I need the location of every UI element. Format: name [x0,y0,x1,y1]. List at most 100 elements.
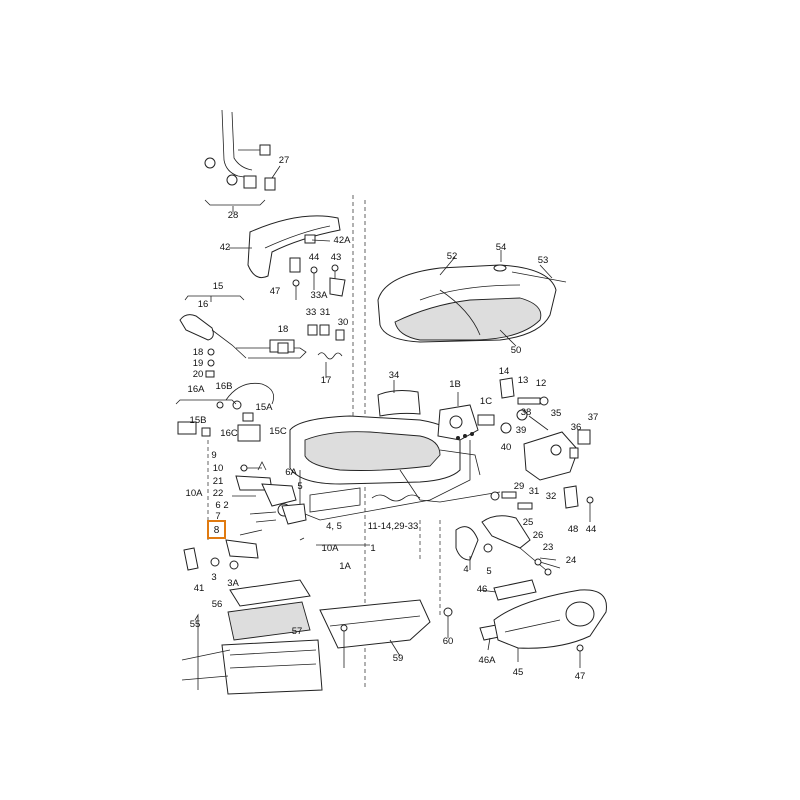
part-label-50: 50 [510,345,522,356]
screw-24 [534,558,561,569]
part-label-1c: 1C [479,396,493,407]
seat-adjust-lever [481,515,552,576]
part-label-33a: 33A [310,290,328,301]
part-label-46: 46 [476,584,488,595]
part-label-26: 26 [532,530,544,541]
part-label-14: 14 [498,366,510,377]
part-label-42a: 42A [333,235,351,246]
wiring-harness [204,109,276,206]
part-label-3: 3 [211,572,217,583]
part-label-6a: 6A [285,467,297,478]
highlighted-part-8[interactable]: 8 [207,520,226,539]
release-cable [216,382,275,422]
part-label-13: 13 [517,375,529,386]
under-seat-tray [319,599,431,668]
part-label-28: 28 [227,210,239,221]
part-label-7: 7 [215,511,221,522]
rear-bracket [523,429,591,481]
part-label-1: 1 [370,543,376,554]
lower-left-parts [183,539,259,571]
storage-tray [181,579,323,695]
part-label-22: 22 [212,488,224,499]
part-label-37: 37 [587,412,599,423]
part-label-4: 4 [463,564,469,575]
part-label-60: 60 [442,636,454,647]
part-label-34: 34 [388,370,400,381]
bolt-47 [576,644,584,668]
part-label-15c: 15C [269,426,287,437]
part-label-56: 56 [211,599,223,610]
part-label-52: 52 [446,251,458,262]
part-label-47-top: 47 [269,286,281,297]
part-label-6: 6 [215,500,221,511]
part-label-15: 15 [212,281,224,292]
part-label-16a: 16A [187,384,205,395]
part-label-10a: 10A [185,488,203,499]
part-label-9: 9 [211,450,217,461]
part-label-35: 35 [550,408,562,419]
seat-cushion [377,264,567,343]
bolt-60 [443,607,453,632]
part-label-45: 45 [512,667,524,678]
part-label-1b: 1B [449,379,461,390]
recliner-mechanism [437,404,495,441]
small-fasteners [205,324,345,378]
part-label-39: 39 [515,425,527,436]
screws-top [292,264,346,300]
part-label-44-bottom: 44 [585,524,597,535]
seat-frame [289,415,501,521]
part-label-46a: 46A [478,655,496,666]
part-label-25: 25 [522,517,534,528]
part-label-15a: 15A [255,402,273,413]
part-label-55: 55 [189,619,201,630]
part-label-43: 43 [330,252,342,263]
part-label-10: 10 [212,463,224,474]
part-label-18-a: 18 [277,324,289,335]
part-label-19: 19 [192,358,204,369]
lower-handle [455,526,493,561]
part-label-36: 36 [570,422,582,433]
cover-bracket [377,390,421,417]
part-label-5-top: 5 [297,481,303,492]
part-label-57: 57 [291,626,303,637]
part-label-41: 41 [193,583,205,594]
part-label-44-top: 44 [308,252,320,263]
part-label-10a-bottom: 10A [321,543,339,554]
part-label-18-b: 18 [192,347,204,358]
part-label-53: 53 [537,255,549,266]
leader-lines [210,165,557,662]
cable-clips [175,399,261,442]
part-label-38: 38 [520,407,532,418]
bolts-right [499,377,549,434]
part-label-47-bottom: 47 [574,671,586,682]
part-label-40: 40 [500,442,512,453]
part-label-32: 32 [545,491,557,502]
part-label-1a: 1A [339,561,351,572]
part-label-15b: 15B [189,415,207,426]
part-label-59: 59 [392,653,404,664]
part-label-16: 16 [197,299,209,310]
right-fasteners [490,485,594,522]
part-label-16b: 16B [215,381,233,392]
part-label-54: 54 [495,242,507,253]
part-label-5-bottom: 5 [486,566,492,577]
part-label-42: 42 [219,242,231,253]
part-label-31-bottom: 31 [528,486,540,497]
height-adjuster-parts [232,461,307,525]
part-label-31-top: 31 [319,307,331,318]
part-label-2: 2 [223,500,229,511]
part-label-30: 30 [337,317,349,328]
part-label-12: 12 [535,378,547,389]
part-label-3a: 3A [227,578,239,589]
part-label-17: 17 [320,375,332,386]
part-label-11-14-29-33: 11-14,29-33 [367,521,419,532]
part-label-24: 24 [565,555,577,566]
part-label-4-5: 4, 5 [326,521,342,532]
part-label-33: 33 [305,307,317,318]
side-panel [493,589,607,649]
part-label-48: 48 [567,524,579,535]
part-label-20: 20 [192,369,204,380]
part-label-29: 29 [513,481,525,492]
part-label-23: 23 [542,542,554,553]
